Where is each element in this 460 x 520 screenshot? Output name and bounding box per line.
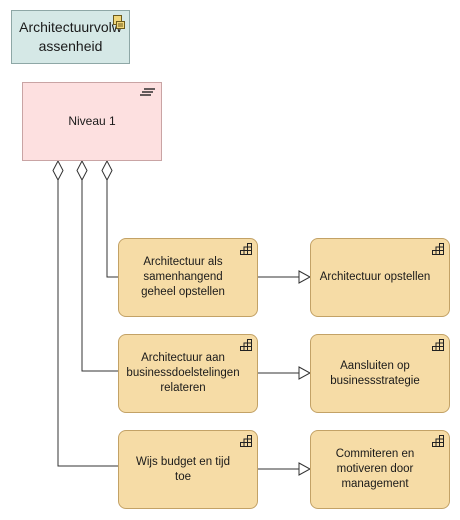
aggregation-diamond-2 [76, 159, 88, 182]
deliverable-right-1-label: Architectuur opstellen [319, 271, 431, 283]
deliverable-right-3-label: Commiteren en motiveren door management [335, 448, 415, 490]
maturity-label: Architectuurvolwassenheid [19, 19, 122, 54]
deliverable-left-3[interactable]: Wijs budget en tijd toe [118, 430, 258, 509]
deliverable-right-2[interactable]: Aansluiten op businessstrategie [310, 334, 450, 413]
level-label: Niveau 1 [68, 114, 116, 128]
deliverable-right-1[interactable]: Architectuur opstellen [310, 238, 450, 317]
realization-arrowhead-2 [298, 366, 312, 380]
deliverable-left-1-label: Architectuur als samenhangend geheel ops… [141, 256, 225, 298]
grid-steps-icon [240, 243, 252, 255]
deliverable-left-3-label: Wijs budget en tijd toe [136, 455, 230, 483]
grid-steps-icon [432, 435, 444, 447]
realization-arrowhead-1 [298, 270, 312, 284]
deliverable-right-2-label: Aansluiten op businessstrategie [330, 359, 420, 387]
maturity-node[interactable]: Architectuurvolwassenheid [11, 10, 130, 64]
deliverable-left-1[interactable]: Architectuur als samenhangend geheel ops… [118, 238, 258, 317]
folder-note-icon [113, 15, 125, 29]
level-node[interactable]: Niveau 1 [22, 82, 162, 161]
grid-steps-icon [240, 435, 252, 447]
aggregation-diamond-1 [101, 159, 113, 182]
aggregation-line-1 [106, 180, 118, 278]
deliverable-left-2[interactable]: Architectuur aan businessdoelstelingen r… [118, 334, 258, 413]
deliverable-right-3[interactable]: Commiteren en motiveren door management [310, 430, 450, 509]
lines-icon [140, 88, 155, 96]
realization-arrowhead-3 [298, 462, 312, 476]
deliverable-left-2-label: Architectuur aan businessdoelstelingen r… [126, 352, 240, 394]
grid-steps-icon [432, 243, 444, 255]
aggregation-line-2 [81, 180, 118, 372]
grid-steps-icon [240, 339, 252, 351]
aggregation-diamond-3 [52, 159, 64, 182]
aggregation-line-3 [57, 180, 118, 467]
grid-steps-icon [432, 339, 444, 351]
